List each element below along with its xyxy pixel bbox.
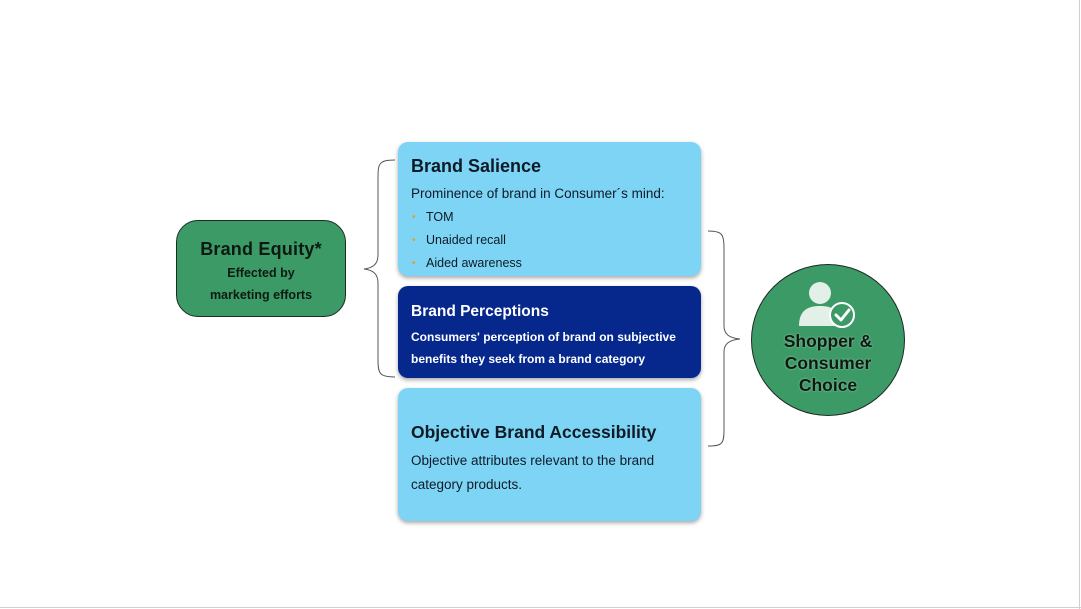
- brand-salience-description: Prominence of brand in Consumer´s mind:: [411, 186, 665, 201]
- frame-right-border: [1079, 0, 1080, 609]
- shopper-choice-line3: Choice: [798, 375, 858, 395]
- brand-perceptions-line2: benefits they seek from a brand category: [411, 352, 646, 366]
- brand-equity-line1: Effected by: [227, 266, 295, 280]
- list-item-label: Unaided recall: [426, 233, 506, 247]
- frame-bottom-border: [0, 607, 1081, 608]
- right-brace: [707, 230, 741, 447]
- shopper-choice-circle: Shopper & Consumer Choice: [751, 264, 905, 416]
- brand-salience-list: • TOM • Unaided recall • Aided awareness: [411, 206, 688, 275]
- shopper-choice-label: Shopper & Consumer Choice: [752, 330, 904, 396]
- list-item: • Aided awareness: [411, 252, 688, 275]
- brand-equity-title: Brand Equity*: [200, 239, 322, 259]
- shopper-choice-line1: Shopper &: [783, 331, 873, 351]
- brand-salience-title: Brand Salience: [411, 156, 542, 176]
- shopper-choice-line2: Consumer: [784, 353, 872, 373]
- user-check-icon: [799, 282, 855, 328]
- brand-equity-line2: marketing efforts: [209, 288, 313, 302]
- brand-accessibility-box: Objective Brand Accessibility Objective …: [398, 388, 701, 521]
- brand-accessibility-line1: Objective attributes relevant to the bra…: [411, 453, 655, 468]
- list-item-label: TOM: [426, 210, 454, 224]
- list-item: • Unaided recall: [411, 229, 688, 252]
- bullet-icon: •: [412, 212, 416, 223]
- brand-salience-box: Brand Salience Prominence of brand in Co…: [398, 142, 701, 276]
- bullet-icon: •: [412, 258, 416, 269]
- left-brace: [363, 159, 396, 378]
- brand-accessibility-line2: category products.: [411, 477, 523, 492]
- brand-perceptions-box: Brand Perceptions Consumers' perception …: [398, 286, 701, 378]
- brand-equity-box: Brand Equity* Effected by marketing effo…: [176, 220, 346, 317]
- list-item-label: Aided awareness: [426, 256, 522, 270]
- brand-perceptions-title: Brand Perceptions: [411, 303, 549, 320]
- list-item: • TOM: [411, 206, 688, 229]
- brand-accessibility-title: Objective Brand Accessibility: [411, 422, 657, 442]
- bullet-icon: •: [412, 235, 416, 246]
- brand-perceptions-line1: Consumers' perception of brand on subjec…: [411, 330, 676, 344]
